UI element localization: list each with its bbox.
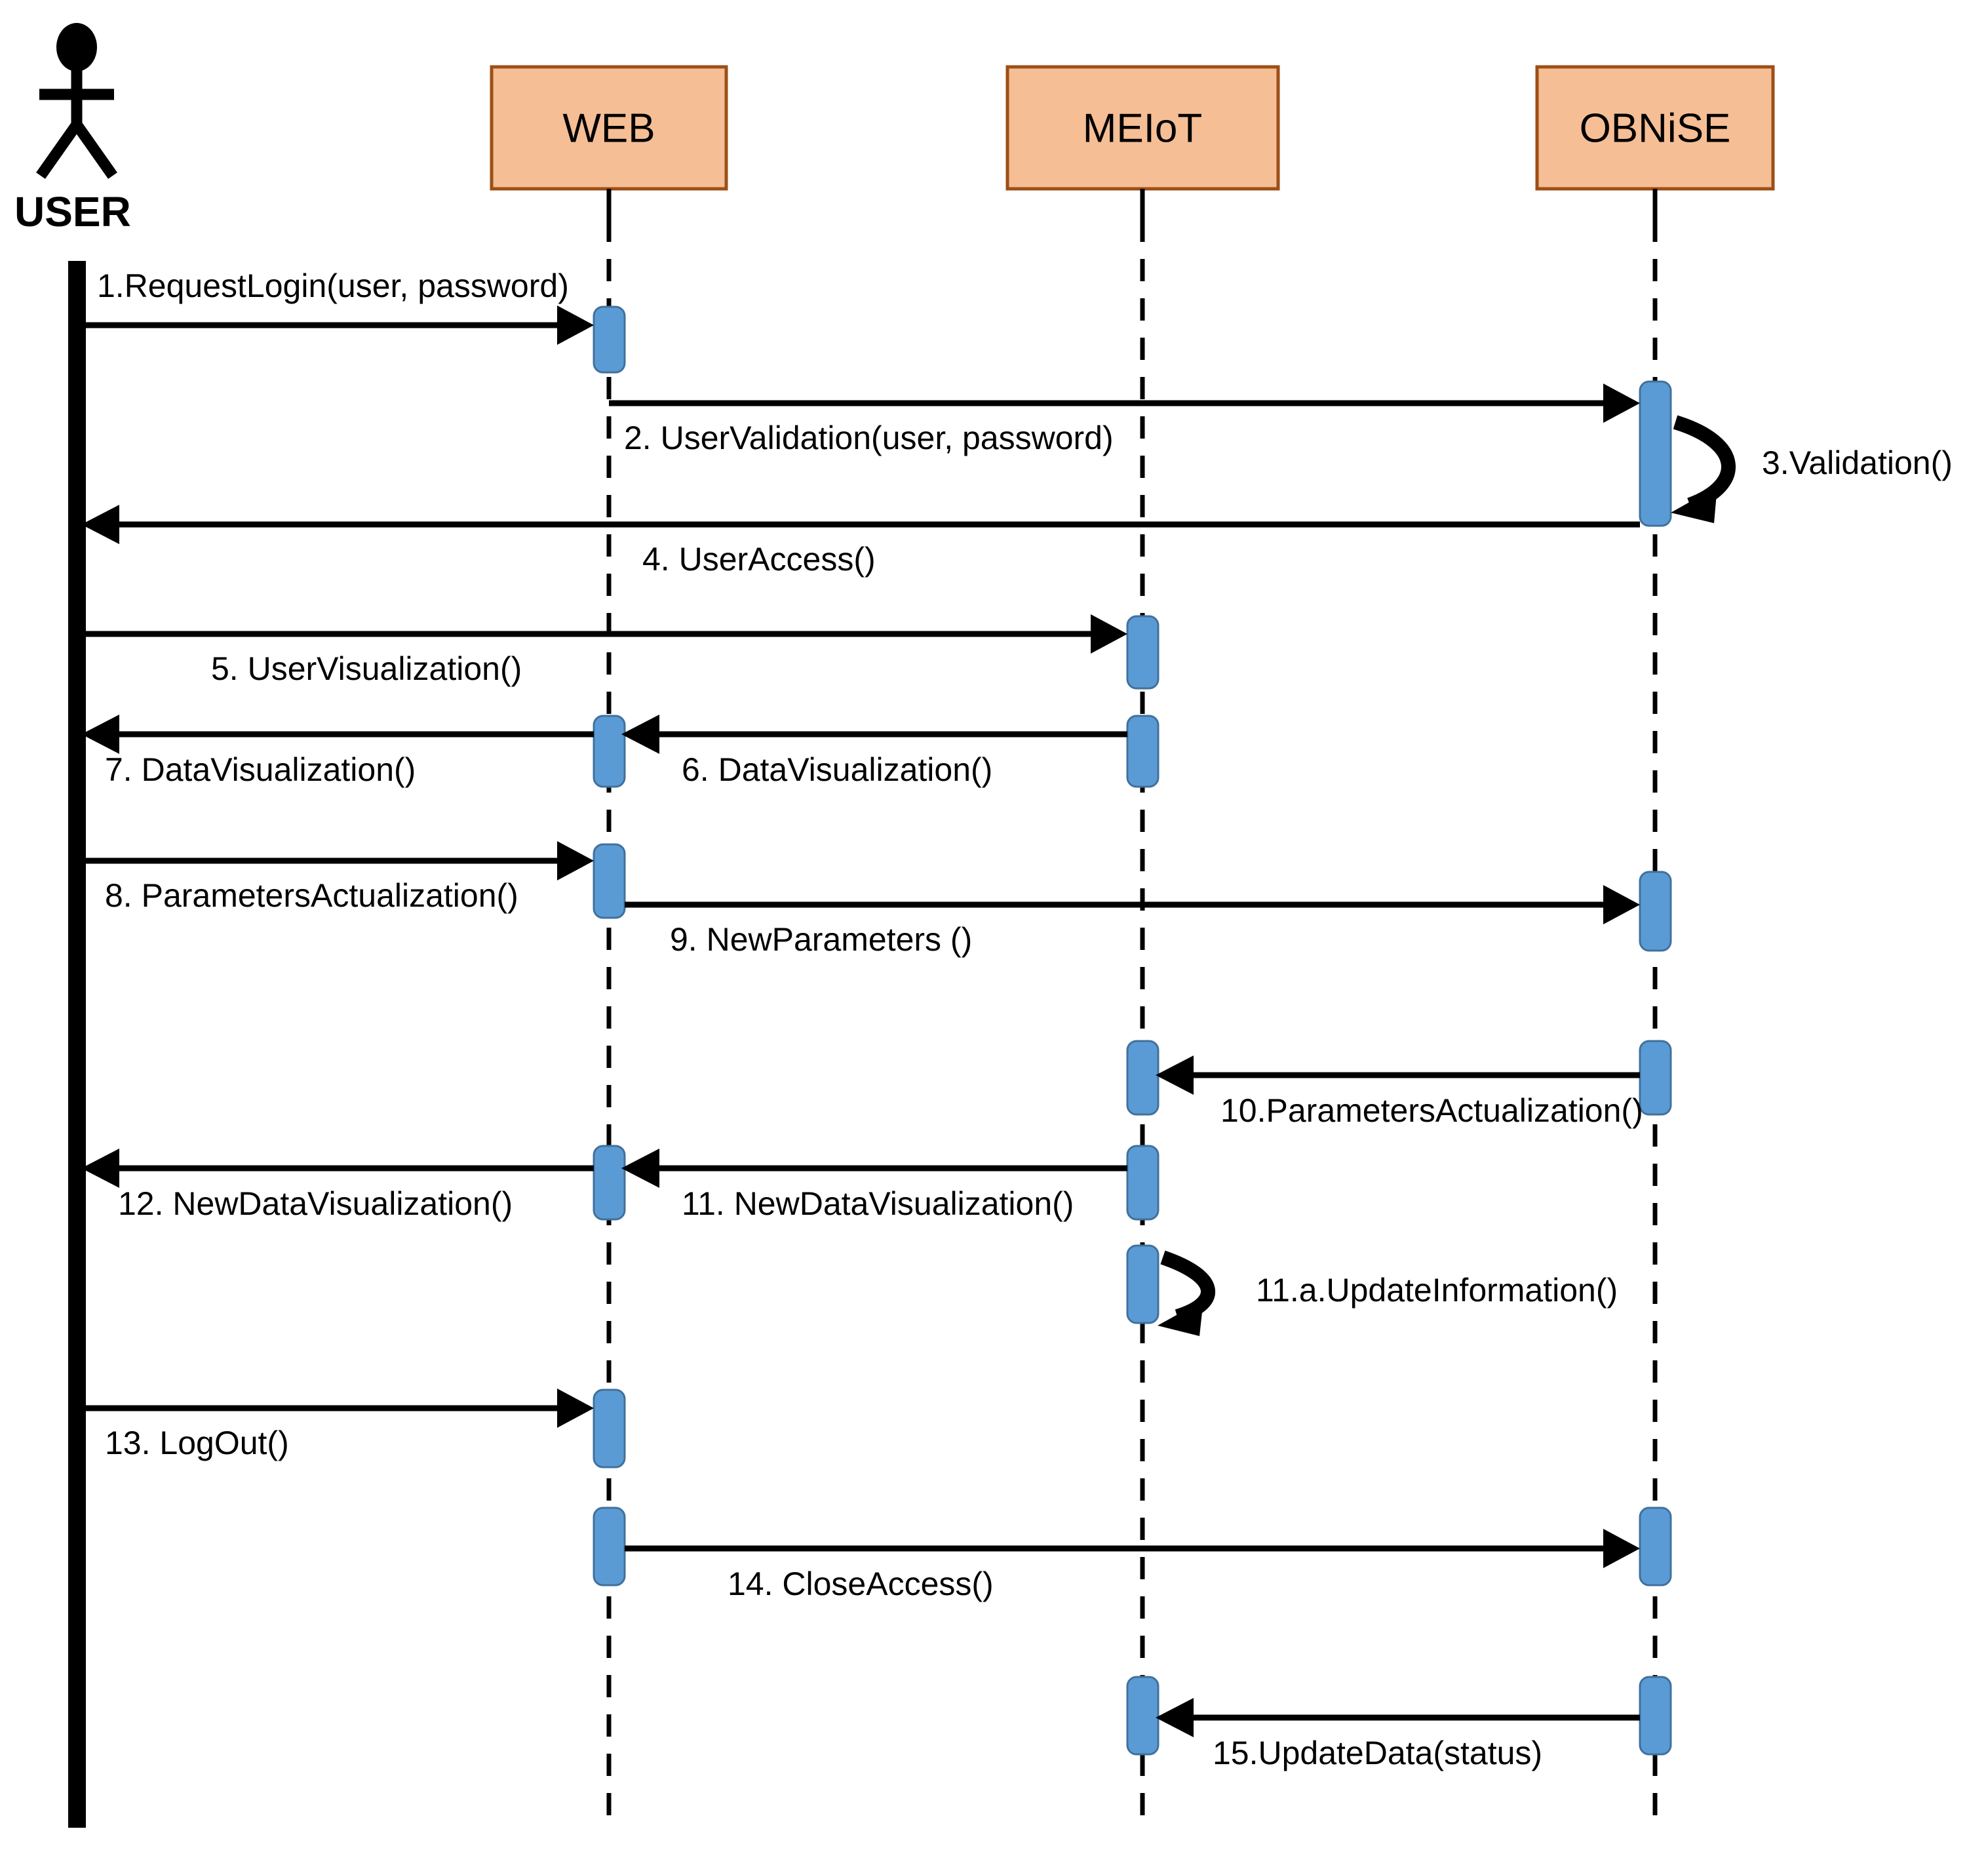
message-11a[interactable]: 11.a.UpdateInformation() [1158,1250,1618,1336]
message-1[interactable]: 1.RequestLogin(user, password) [86,267,594,345]
arrowhead-right-2 [1603,384,1640,423]
activation-meiot-4 [1126,1145,1160,1221]
arrowhead-left-11 [621,1149,659,1188]
arrowhead-right-9 [1603,885,1640,924]
activation-meiot-5 [1126,1244,1160,1324]
participant-meiot[interactable]: MEIoT [1005,65,1280,191]
message-12[interactable]: 12. NewDataVisualization() [81,1149,594,1222]
message-6-label: 6. DataVisualization() [682,751,992,788]
activation-web-5 [593,1389,626,1468]
arrowhead-right-1 [557,305,594,345]
participant-web-box [490,65,728,191]
message-10-label: 10.ParametersActualization() [1220,1092,1643,1129]
message-6[interactable]: 6. DataVisualization() [621,715,1127,788]
participant-obnise-label: OBNiSE [1580,106,1731,151]
message-11-label: 11. NewDataVisualization() [682,1185,1074,1222]
message-5[interactable]: 5. UserVisualization() [86,614,1127,687]
activation-obnise-1 [1639,380,1672,527]
stick-figure-actor-icon [36,23,117,179]
message-10[interactable]: 10.ParametersActualization() [1156,1055,1643,1129]
message-15[interactable]: 15.UpdateData(status) [1156,1698,1640,1771]
activation-obnise-4 [1639,1507,1672,1586]
message-3[interactable]: 3.Validation() [1671,415,1953,523]
message-2[interactable]: 2. UserValidation(user, password) [609,384,1640,456]
arrowhead-self-11a [1158,1300,1203,1336]
actor-user[interactable]: USER [14,23,131,1828]
activation-obnise-2 [1639,871,1672,952]
activation-web-3 [593,843,626,919]
arrowhead-left-10 [1156,1055,1194,1095]
message-4-label: 4. UserAccess() [642,541,876,578]
arrowhead-left-4 [81,505,119,544]
arrowhead-right-8 [557,841,594,880]
message-11a-label: 11.a.UpdateInformation() [1256,1272,1618,1309]
participant-web[interactable]: WEB [490,65,728,191]
activation-web-6 [593,1507,626,1586]
arrowhead-right-14 [1603,1529,1640,1568]
self-loop-arc-3 [1673,415,1736,512]
message-14-label: 14. CloseAccess() [728,1566,994,1602]
message-9-label: 9. NewParameters () [670,921,972,958]
message-5-label: 5. UserVisualization() [211,650,522,687]
message-8-label: 8. ParametersActualization() [105,877,518,914]
arrowhead-right-13 [557,1389,594,1428]
participant-web-label: WEB [562,106,655,151]
activation-meiot-6 [1126,1676,1160,1756]
arrowhead-self-3 [1671,486,1717,523]
message-1-label: 1.RequestLogin(user, password) [97,267,569,304]
arrowhead-left-12 [81,1149,119,1188]
activation-meiot-2 [1126,715,1160,788]
message-2-label: 2. UserValidation(user, password) [624,420,1114,456]
activation-obnise-5 [1639,1676,1672,1756]
message-14[interactable]: 14. CloseAccess() [625,1529,1640,1602]
message-4[interactable]: 4. UserAccess() [81,505,1640,578]
message-11[interactable]: 11. NewDataVisualization() [621,1149,1127,1222]
activation-web-1 [593,305,626,374]
actor-user-lifeline-bar [68,261,86,1828]
activation-obnise-3 [1639,1040,1672,1116]
arrowhead-left-15 [1156,1698,1194,1737]
arrowhead-left-7 [81,715,119,754]
message-13-label: 13. LogOut() [105,1425,289,1461]
activation-meiot-1 [1126,615,1160,690]
message-8[interactable]: 8. ParametersActualization() [86,841,594,914]
activation-web-4 [593,1145,626,1221]
message-13[interactable]: 13. LogOut() [86,1389,594,1461]
message-7-label: 7. DataVisualization() [105,751,416,788]
message-12-label: 12. NewDataVisualization() [118,1185,513,1222]
message-7[interactable]: 7. DataVisualization() [81,715,594,788]
message-3-label: 3.Validation() [1762,444,1953,481]
participant-meiot-label: MEIoT [1083,106,1203,151]
arrowhead-left-6 [621,715,659,754]
activation-meiot-3 [1126,1040,1160,1116]
actor-user-label: USER [14,188,131,235]
participant-obnise[interactable]: OBNiSE [1535,65,1775,191]
message-9[interactable]: 9. NewParameters () [625,885,1640,958]
activation-web-2 [593,715,626,788]
arrowhead-right-5 [1091,614,1127,654]
message-15-label: 15.UpdateData(status) [1213,1735,1542,1771]
